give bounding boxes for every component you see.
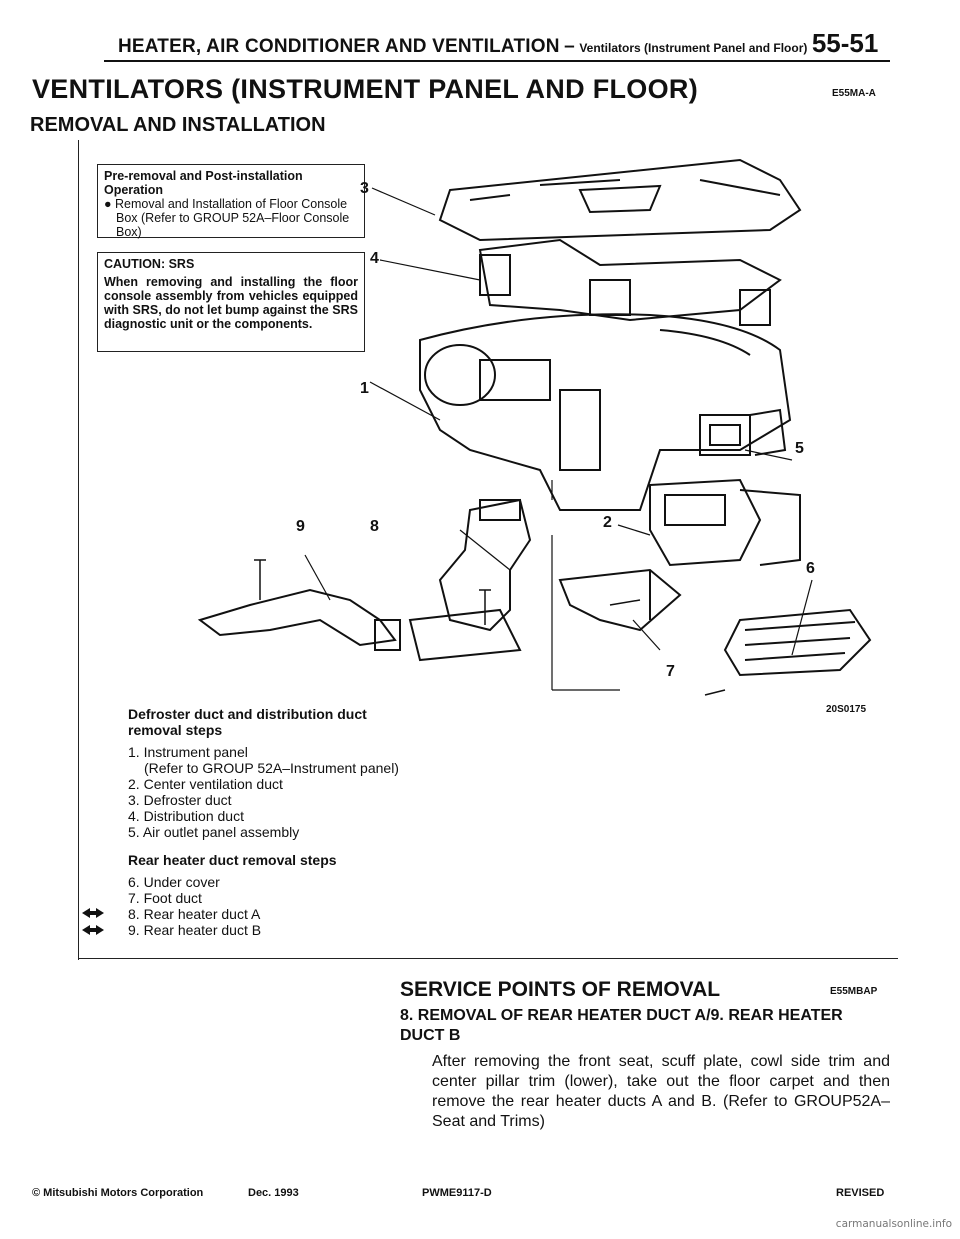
callout-2: 2 [603, 514, 612, 531]
exploded-view-diagram [197, 158, 872, 696]
step-number: 5. [128, 824, 140, 840]
header-section-title: HEATER, AIR CONDITIONER AND VENTILATION [118, 36, 560, 57]
step-label: Defroster duct [143, 792, 232, 808]
callout-8: 8 [370, 518, 379, 535]
step-label: Under cover [143, 874, 220, 890]
rear-heater-duct-a-shape [408, 498, 532, 662]
distribution-duct-shape [478, 238, 782, 326]
caution-heading: CAUTION: SRS [104, 257, 195, 271]
step-label: Center ventilation duct [143, 776, 283, 792]
service-point-body: After removing the front seat, scuff pla… [432, 1053, 890, 1130]
pre-removal-bullet-text: Removal and Installation of Floor Consol… [115, 197, 350, 239]
footer-copyright: © Mitsubishi Motors Corporation [32, 1187, 204, 1199]
header-dash: – [564, 36, 575, 57]
leader-lines [304, 187, 813, 691]
step-number: 9. [128, 922, 140, 938]
caution-box: CAUTION: SRS When removing and installin… [97, 252, 365, 352]
under-cover-shape [723, 608, 872, 677]
bullet-icon: ● [104, 197, 116, 211]
list-item: 2. Center ventilation duct [128, 776, 548, 792]
step-label: Air outlet panel assembly [142, 824, 300, 840]
air-outlet-panel-shape [699, 408, 787, 456]
list-item: 7. Foot duct [128, 890, 548, 906]
step-number: 6. [128, 874, 140, 890]
callout-5: 5 [795, 440, 804, 457]
pre-removal-heading: Pre-removal and Post-installation [104, 169, 303, 183]
callout-3: 3 [360, 180, 369, 197]
callout-6: 6 [806, 560, 815, 577]
service-point-marker-icons [82, 908, 104, 935]
service-points-code: E55MBAP [830, 986, 878, 997]
frame-bottom-line [78, 958, 898, 959]
page-number: 55-51 [811, 28, 879, 58]
list-item: 1. Instrument panel [128, 744, 548, 760]
pre-removal-box: Pre-removal and Post-installation Operat… [97, 164, 365, 239]
callout-7: 7 [666, 663, 675, 680]
page-title: VENTILATORS (INSTRUMENT PANEL AND FLOOR) [32, 74, 698, 105]
pre-removal-heading-2: Operation [104, 183, 164, 197]
callout-9: 9 [296, 518, 305, 535]
foot-duct-shape [558, 568, 682, 632]
list-item: 8. Rear heater duct A [128, 906, 548, 922]
callout-1: 1 [360, 380, 369, 397]
list-item: 3. Defroster duct [128, 792, 548, 808]
list-item: (Refer to GROUP 52A–Instrument panel) [128, 760, 548, 776]
footer-doc-id: PWME9117-D [422, 1187, 492, 1199]
header-rule [104, 60, 890, 62]
footer-date: Dec. 1993 [248, 1187, 299, 1199]
watermark: carmanualsonline.info [0, 1218, 960, 1230]
step-label: (Refer to GROUP 52A–Instrument panel) [144, 760, 399, 776]
defroster-steps-heading-2: removal steps [128, 722, 223, 738]
section-subtitle: REMOVAL AND INSTALLATION [30, 114, 326, 136]
rear-steps-heading: Rear heater duct removal steps [128, 852, 337, 868]
step-label: Rear heater duct A [143, 906, 261, 922]
step-number: 7. [128, 890, 140, 906]
rear-steps-list: 6. Under cover 7. Foot duct 8. Rear heat… [128, 874, 548, 938]
defroster-steps-heading: Defroster duct and distribution duct [128, 706, 367, 722]
list-item: 5. Air outlet panel assembly [128, 824, 548, 840]
page-header: HEATER, AIR CONDITIONER AND VENTILATION … [118, 28, 888, 59]
service-point-item-title: 8. REMOVAL OF REAR HEATER DUCT A/9. REAR… [400, 1007, 843, 1044]
screw-icons [254, 559, 726, 696]
pre-removal-bullet: ● Removal and Installation of Floor Cons… [104, 197, 358, 239]
step-label: Foot duct [143, 890, 202, 906]
rear-heater-duct-b-shape [197, 588, 401, 651]
step-number: 8. [128, 906, 140, 922]
caution-text: When removing and installing the floor c… [104, 275, 358, 331]
defroster-duct-shape [438, 158, 802, 242]
step-label: Distribution duct [143, 808, 244, 824]
defroster-steps-list: 1. Instrument panel (Refer to GROUP 52A–… [128, 744, 548, 840]
rear-steps: Rear heater duct removal steps 6. Under … [128, 852, 548, 938]
step-label: Rear heater duct B [143, 922, 262, 938]
callout-4: 4 [370, 250, 379, 267]
defroster-steps: Defroster duct and distribution duct rem… [128, 706, 548, 840]
list-item: 6. Under cover [128, 874, 548, 890]
center-ventilation-duct-shape [649, 478, 801, 567]
step-number: 3. [128, 792, 140, 808]
watermark-text: carmanualsonline.info [835, 1218, 952, 1230]
list-item: 9. Rear heater duct B [128, 922, 548, 938]
frame-left-line [78, 140, 79, 960]
title-code: E55MA-A [832, 88, 876, 99]
service-points-title: SERVICE POINTS OF REMOVAL [400, 978, 721, 1001]
step-label: Instrument panel [143, 744, 248, 760]
step-number: 4. [128, 808, 140, 824]
step-number: 1. [128, 744, 140, 760]
instrument-panel-shape [419, 313, 792, 511]
page-title-text: VENTILATORS (INSTRUMENT PANEL AND FLOOR) [32, 74, 698, 104]
list-item: 4. Distribution duct [128, 808, 548, 824]
step-number: 2. [128, 776, 140, 792]
footer-status: REVISED [836, 1187, 885, 1199]
header-subsection: Ventilators (Instrument Panel and Floor) [579, 41, 808, 55]
figure-code: 20S0175 [826, 704, 867, 715]
